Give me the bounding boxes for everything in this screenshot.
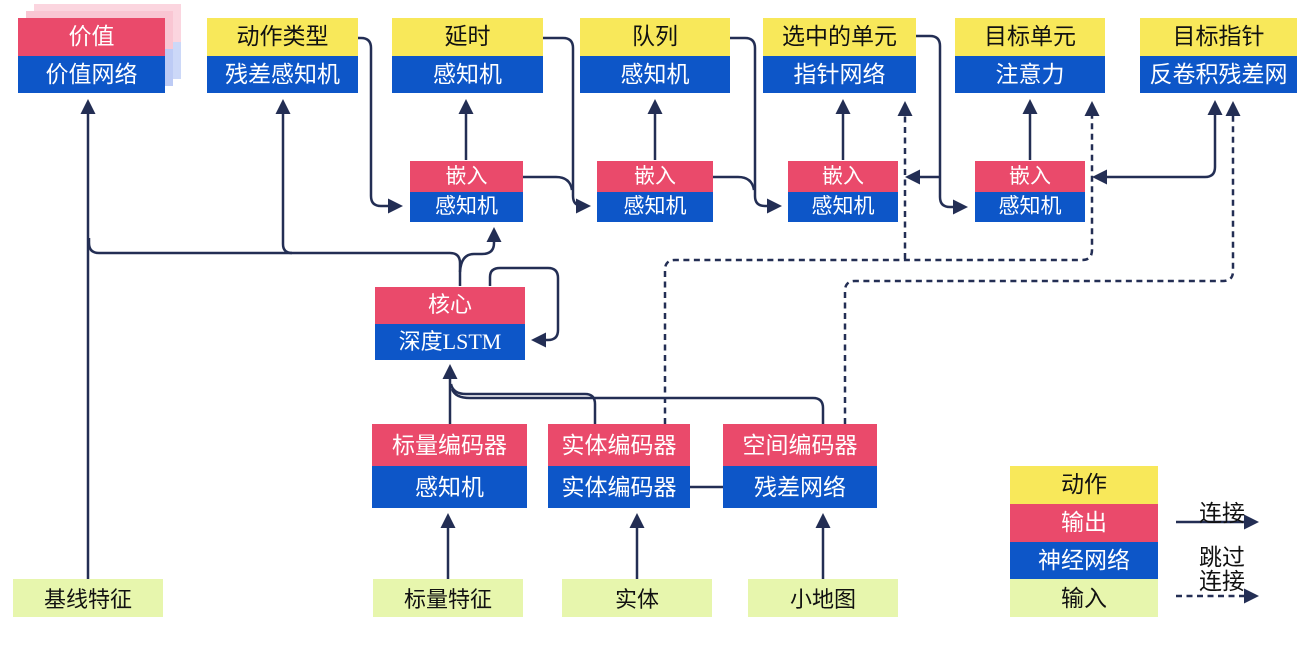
node-value-output-label: 价值 (18, 18, 165, 56)
node-action-type-action-label: 动作类型 (207, 18, 358, 56)
legend-solid-arrow-label: 连接 (1199, 501, 1245, 526)
node-embed-3: 嵌入 感知机 (788, 161, 898, 222)
skip-spatial-encoder-to-target-point (843, 101, 1241, 424)
node-entity-encoder-output-label: 实体编码器 (548, 424, 690, 466)
legend-output-label: 输出 (1010, 503, 1158, 542)
legend-network-label: 神经网络 (1010, 541, 1158, 580)
node-selected-units-network-label: 指针网络 (763, 55, 916, 93)
conn-spatial-encoder-to-core (450, 388, 825, 424)
conn-core-out-left (87, 238, 462, 286)
node-minimap: 小地图 (748, 579, 898, 617)
node-core-output-label: 核心 (375, 287, 525, 324)
conn-delay-to-embed2 (543, 36, 591, 214)
node-embed-1: 嵌入 感知机 (410, 161, 523, 222)
conn-entity-encoder-to-core (449, 383, 597, 424)
node-core-network-label: 深度LSTM (375, 323, 525, 360)
node-embed-4-network-label: 感知机 (975, 191, 1085, 222)
node-queue-network-label: 感知机 (580, 55, 730, 93)
skip-entity-encoder-to-target-unit (663, 101, 1100, 424)
conn-core-to-embed1 (458, 227, 502, 273)
node-queue-action-label: 队列 (580, 18, 730, 56)
conn-embed4-target-point-link (1092, 100, 1223, 185)
node-selected-units-action-label: 选中的单元 (763, 18, 916, 56)
node-scalar-encoder: 标量编码器 感知机 (372, 424, 527, 508)
legend-dashed-arrow-label-line1: 跳过 (1199, 545, 1245, 570)
node-action-type-network-label: 残差感知机 (207, 55, 358, 93)
conn-action-type-to-embed1 (358, 36, 403, 214)
node-action-type: 动作类型 残差感知机 (207, 18, 358, 93)
node-embed-2-output-label: 嵌入 (597, 161, 713, 192)
node-value-network-label: 价值网络 (18, 55, 165, 93)
conn-core-to-action-type (275, 99, 293, 255)
node-delay-action-label: 延时 (392, 18, 543, 56)
node-embed-1-output-label: 嵌入 (410, 161, 523, 192)
node-embed-1-network-label: 感知机 (410, 191, 523, 222)
node-spatial-encoder-network-label: 残差网络 (723, 466, 877, 508)
conn-queue-to-embed3 (730, 36, 782, 214)
node-delay: 延时 感知机 (392, 18, 543, 93)
conn-embed2-out (713, 175, 756, 191)
node-queue: 队列 感知机 (580, 18, 730, 93)
node-selected-units: 选中的单元 指针网络 (763, 18, 916, 93)
legend-dashed-arrow-label-line2: 连接 (1199, 569, 1245, 594)
node-target-point-action-label: 目标指针 (1140, 18, 1297, 56)
node-target-unit-action-label: 目标单元 (955, 18, 1105, 56)
node-value: 价值 价值网络 (18, 18, 165, 93)
node-scalar-encoder-network-label: 感知机 (372, 466, 527, 508)
node-baseline-features: 基线特征 (13, 579, 163, 617)
node-embed-2: 嵌入 感知机 (597, 161, 713, 222)
node-spatial-encoder-output-label: 空间编码器 (723, 424, 877, 466)
node-target-unit: 目标单元 注意力 (955, 18, 1105, 93)
node-scalar-features: 标量特征 (373, 579, 523, 617)
node-target-point-network-label: 反卷积残差网 (1140, 55, 1297, 93)
node-embed-3-network-label: 感知机 (788, 191, 898, 222)
node-embed-2-network-label: 感知机 (597, 191, 713, 222)
node-entities: 实体 (562, 579, 712, 617)
node-target-unit-network-label: 注意力 (955, 55, 1105, 93)
conn-core-self-loop (488, 266, 560, 348)
node-embed-4-output-label: 嵌入 (975, 161, 1085, 192)
node-scalar-encoder-output-label: 标量编码器 (372, 424, 527, 466)
node-entity-encoder-network-label: 实体编码器 (548, 466, 690, 508)
conn-selected-units-to-embed4 (916, 34, 968, 215)
node-core: 核心 深度LSTM (375, 287, 525, 360)
node-entity-encoder: 实体编码器 实体编码器 (548, 424, 690, 508)
node-embed-3-output-label: 嵌入 (788, 161, 898, 192)
legend-input-label: 输入 (1010, 579, 1158, 617)
conn-embed1-out (523, 175, 574, 191)
node-delay-network-label: 感知机 (392, 55, 543, 93)
node-embed-4: 嵌入 感知机 (975, 161, 1085, 222)
legend-action-label: 动作 (1010, 466, 1158, 504)
legend-color-key: 动作 输出 神经网络 输入 (1010, 466, 1158, 617)
node-target-point: 目标指针 反卷积残差网 (1140, 18, 1297, 93)
node-spatial-encoder: 空间编码器 残差网络 (723, 424, 877, 508)
